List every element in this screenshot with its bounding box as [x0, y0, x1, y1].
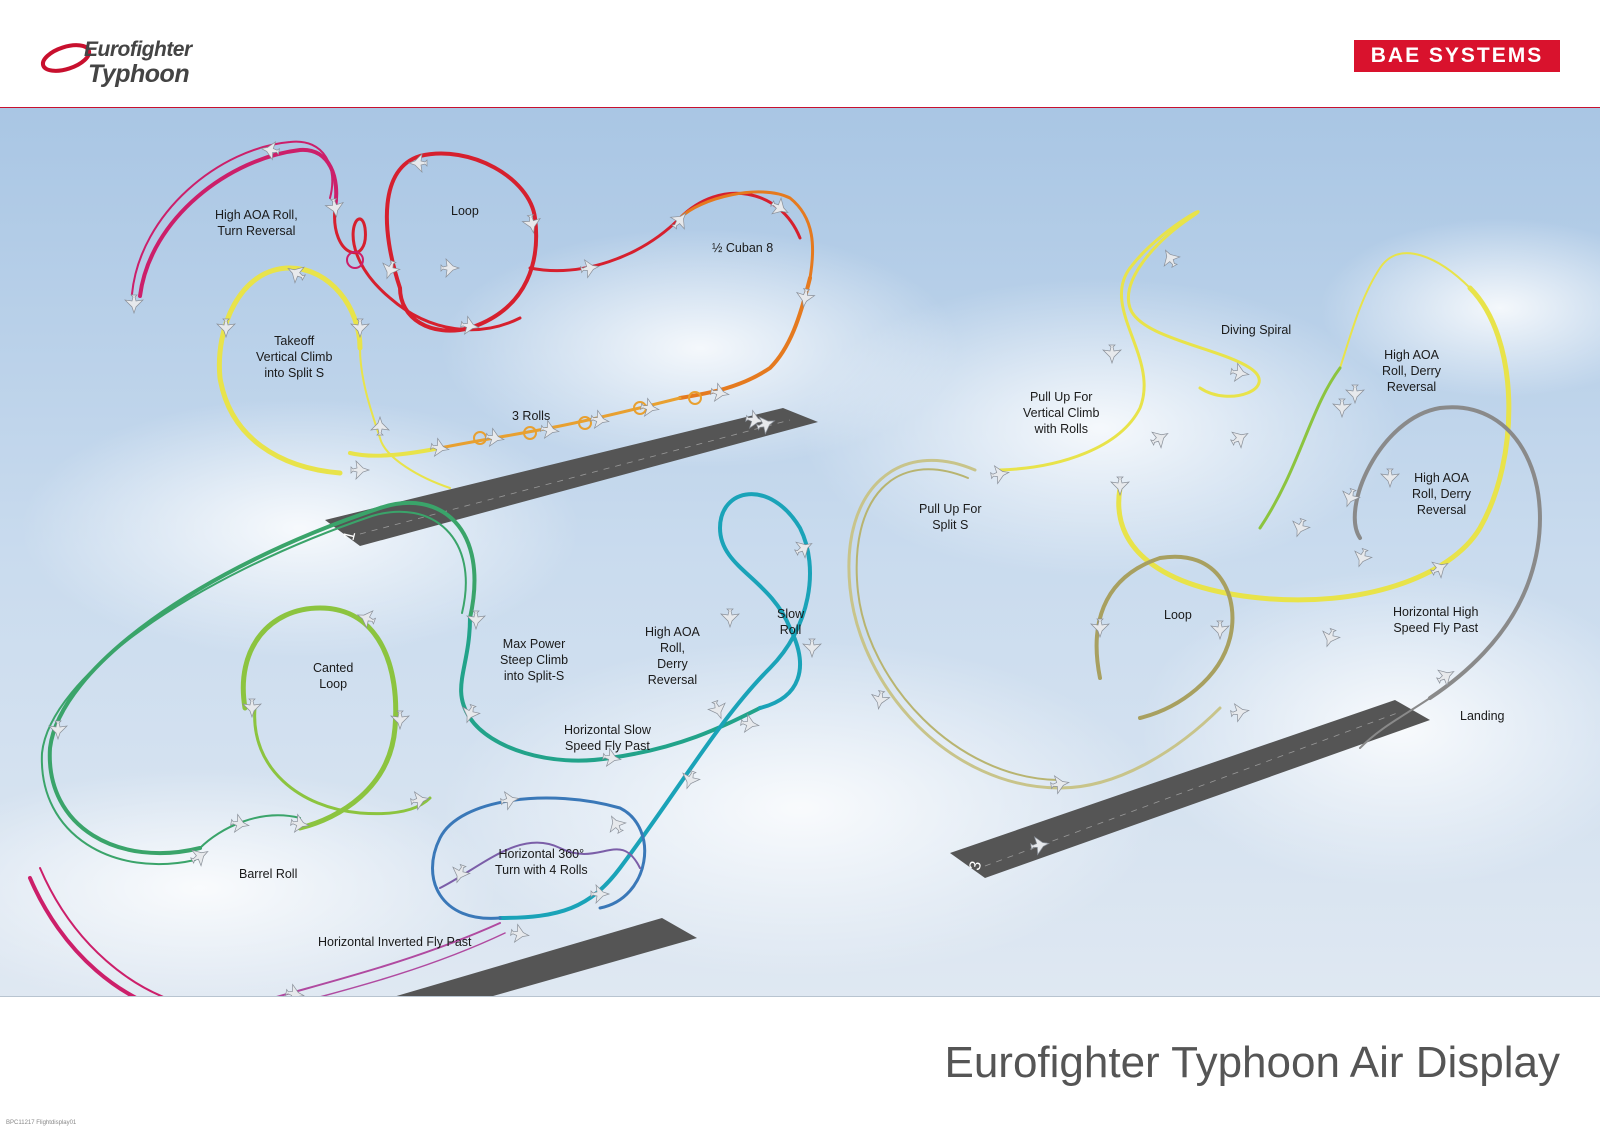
label-half-cuban-8: ½ Cuban 8	[712, 240, 773, 256]
label-diving-spiral: Diving Spiral	[1221, 322, 1291, 338]
label-horizontal-slow: Horizontal Slow Speed Fly Past	[564, 722, 651, 754]
label-high-aoa-turn-reversal: High AOA Roll, Turn Reversal	[215, 207, 298, 239]
label-canted-loop: Canted Loop	[313, 660, 353, 692]
label-horizontal-high: Horizontal High Speed Fly Past	[1393, 604, 1478, 636]
label-pull-up-split: Pull Up For Split S	[919, 501, 982, 533]
label-landing: Landing	[1460, 708, 1505, 724]
label-inverted-fly-past: Horizontal Inverted Fly Past	[318, 934, 472, 950]
label-pull-up-vertical: Pull Up For Vertical Climb with Rolls	[1023, 389, 1099, 437]
header: Eurofighter Typhoon BAE SYSTEMS	[0, 0, 1600, 108]
label-3-rolls: 3 Rolls	[512, 408, 550, 424]
runway-2-number: 2	[224, 1058, 242, 1071]
label-text: High AOA Roll, Turn Reversal	[215, 208, 298, 238]
sky-diagram: 1 2 3	[0, 108, 1600, 996]
flight-diagram-svg	[0, 108, 1600, 996]
footer-divider	[0, 996, 1600, 997]
label-barrel-roll: Barrel Roll	[239, 866, 297, 882]
label-loop-3: Loop	[1164, 607, 1192, 623]
logo-line2: Typhoon	[88, 60, 189, 89]
label-takeoff: Takeoff Vertical Climb into Split S	[256, 333, 332, 381]
label-high-aoa-derry-3b: High AOA Roll, Derry Reversal	[1412, 470, 1471, 518]
page-title: Eurofighter Typhoon Air Display	[944, 1038, 1560, 1088]
logo-line1: Eurofighter	[84, 38, 192, 62]
bae-systems-logo: BAE SYSTEMS	[1354, 40, 1560, 72]
label-slow-roll: Slow Roll	[777, 606, 804, 638]
label-high-aoa-derry-2: High AOA Roll, Derry Reversal	[645, 624, 700, 688]
eurofighter-logo: Eurofighter Typhoon	[38, 34, 208, 94]
footer-code: BPC11217 Flightdisplay01	[6, 1120, 76, 1126]
label-loop-1: Loop	[451, 203, 479, 219]
label-max-power: Max Power Steep Climb into Split-S	[500, 636, 568, 684]
label-horizontal-360: Horizontal 360° Turn with 4 Rolls	[495, 846, 588, 878]
label-high-aoa-derry-3a: High AOA Roll, Derry Reversal	[1382, 347, 1441, 395]
